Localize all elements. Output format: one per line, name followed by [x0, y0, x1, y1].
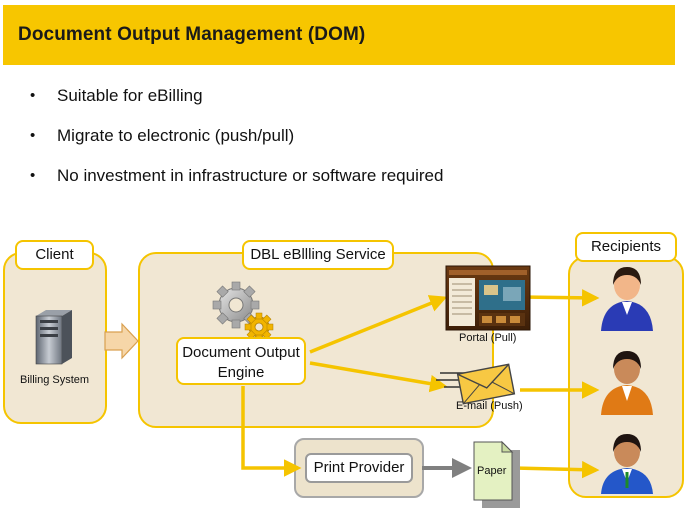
person-icon [601, 351, 653, 415]
client-to-service-arrow [104, 322, 139, 360]
engine-label: Document Output Engine [176, 337, 306, 385]
bullet-item: Migrate to electronic (push/pull) [30, 120, 443, 160]
portal-screenshot-icon [445, 265, 531, 331]
flow-connectors [241, 289, 600, 479]
bullet-item: Suitable for eBilling [30, 80, 443, 120]
service-label: DBL eBllling Service [242, 240, 394, 270]
billing-system-label: Billing System [20, 374, 90, 386]
person-icon [601, 434, 653, 494]
server-icon [35, 310, 72, 365]
recipients-label: Recipients [575, 232, 677, 262]
paper-label: Paper [477, 465, 507, 477]
envelope-icon [436, 363, 516, 405]
title-bar [3, 5, 675, 65]
person-icon [601, 267, 653, 331]
bullet-list: Suitable for eBilling Migrate to electro… [30, 80, 443, 200]
paper-document-icon [473, 440, 520, 508]
gears-icon [212, 281, 274, 342]
email-label: E-mail (Push) [456, 400, 523, 412]
page-title: Document Output Management (DOM) [18, 24, 366, 45]
client-label: Client [15, 240, 94, 270]
portal-label: Portal (Pull) [459, 332, 517, 344]
bullet-item: No investment in infrastructure or softw… [30, 160, 443, 200]
print-provider-label: Print Provider [305, 453, 413, 483]
